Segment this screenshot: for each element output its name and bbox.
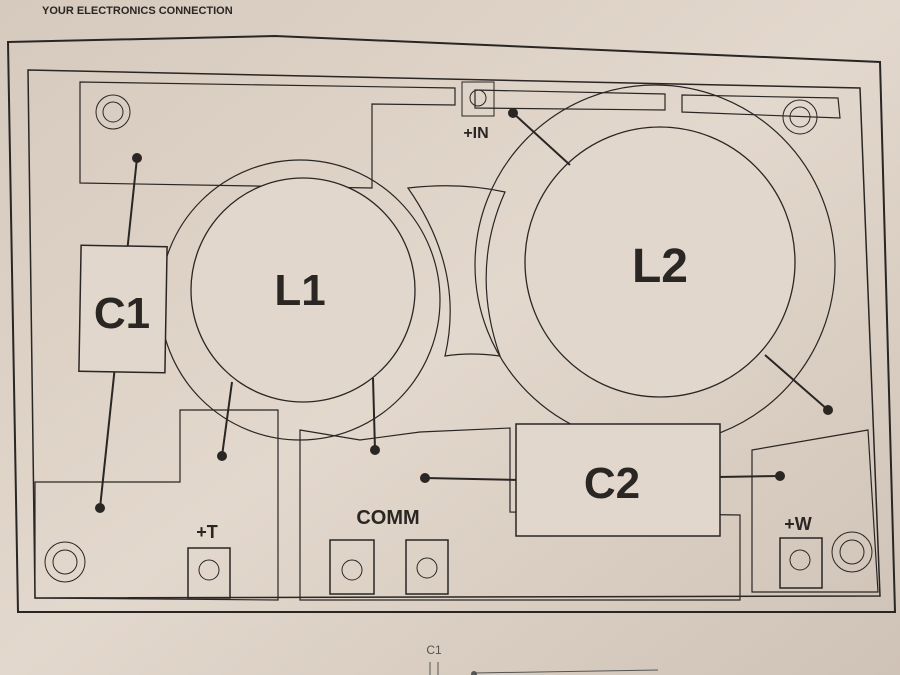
solder-point: [508, 108, 518, 118]
mounting-hole-icon: [831, 531, 873, 573]
board-outer-outline: [6, 34, 897, 613]
common-trace: [299, 427, 741, 601]
l2-label: L2: [632, 240, 688, 293]
l1-label: L1: [274, 266, 325, 315]
woofer-terminal-label: +W: [784, 514, 812, 534]
input-terminal: [461, 81, 495, 117]
solder-point: [775, 471, 785, 481]
l2-lead-woofer: [764, 354, 829, 411]
tweeter-terminal-label: +T: [196, 522, 218, 542]
l1-lead-common: [372, 377, 376, 451]
schematic-c1-label: C1: [426, 643, 442, 657]
center-trace: [406, 185, 506, 357]
mounting-hole-icon: [95, 94, 131, 130]
solder-point: [217, 451, 227, 461]
mounting-hole-icon: [44, 541, 86, 583]
c1-capacitor: [78, 244, 168, 374]
schematic-node: [471, 671, 477, 675]
common-terminal-label: COMM: [356, 507, 419, 529]
solder-point: [132, 153, 142, 163]
mounting-hole-icon: [782, 99, 818, 135]
solder-point: [823, 405, 833, 415]
l2-lead-input: [512, 112, 571, 166]
l1-inductor: [190, 177, 416, 403]
board-inner-outline: [27, 69, 881, 599]
solder-point: [420, 473, 430, 483]
c2-lead: [424, 477, 521, 481]
l1-lead-tweeter: [221, 381, 233, 457]
c1-label: C1: [94, 289, 150, 338]
top-right-trace: [681, 94, 841, 119]
top-left-trace: [79, 81, 456, 189]
l2-inductor: [524, 126, 796, 398]
c2-label: C2: [584, 459, 640, 508]
tagline: YOUR ELECTRONICS CONNECTION: [42, 5, 233, 17]
input-terminal-label: +IN: [463, 125, 488, 142]
c2-lead: [717, 475, 781, 478]
tweeter-trace: [34, 409, 279, 601]
common-terminal: [405, 539, 449, 595]
solder-point: [370, 445, 380, 455]
common-terminal: [329, 539, 375, 595]
c2-capacitor: [515, 423, 721, 537]
schematic-wire: [473, 669, 659, 674]
woofer-trace: [751, 429, 879, 593]
solder-point: [95, 503, 105, 513]
tweeter-terminal: [187, 547, 231, 599]
woofer-terminal: [779, 537, 823, 589]
